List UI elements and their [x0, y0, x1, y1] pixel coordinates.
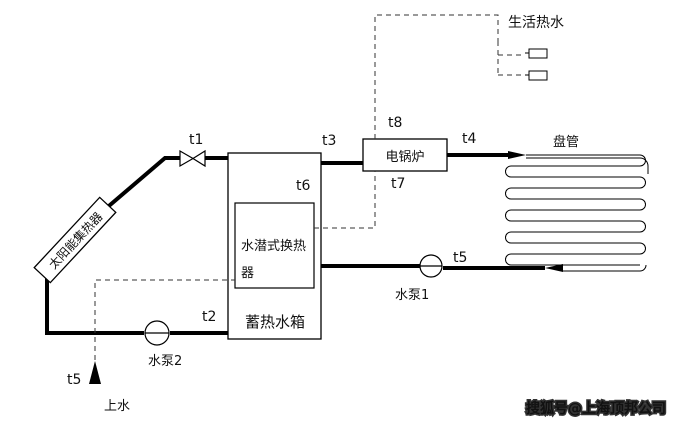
pump2-label: 水泵2 — [148, 354, 182, 369]
label-t5-right: t5 — [453, 250, 467, 266]
label-t8: t8 — [388, 115, 402, 131]
pipe-collector-return — [45, 271, 144, 335]
immersion-hx-label-line2: 器 — [241, 266, 254, 281]
floor-coil-label: 盘管 — [553, 134, 579, 150]
watermark: 搜狐号@上海顶邦公司 — [526, 400, 666, 417]
label-t5-left: t5 — [67, 372, 81, 388]
dashed-hx-to-boiler — [314, 171, 376, 229]
solar-collector-label: 太阳能集热器 — [45, 209, 105, 272]
pump2-icon — [144, 320, 170, 346]
label-t1: t1 — [189, 132, 203, 148]
label-t2: t2 — [202, 309, 216, 325]
arrow-coil-supply — [508, 151, 526, 159]
floor-coil — [505, 154, 649, 272]
storage-tank-label: 蓄热水箱 — [245, 313, 305, 331]
dashed-lines — [94, 14, 525, 360]
solar-collector: 太阳能集热器 — [33, 196, 117, 284]
boiler-label: 电锅炉 — [385, 149, 424, 165]
pump1-icon — [419, 254, 443, 278]
immersion-heat-exchanger — [234, 202, 315, 289]
dhw-outlet-2-icon — [528, 70, 548, 81]
water-inlet-label: 上水 — [104, 399, 130, 414]
label-t3: t3 — [322, 133, 336, 149]
pump1-label: 水泵1 — [395, 288, 429, 303]
dhw-outlet-1-icon — [528, 48, 548, 59]
electric-boiler — [362, 138, 448, 172]
pipes — [45, 153, 545, 335]
label-t4: t4 — [462, 131, 476, 147]
label-t6: t6 — [296, 178, 310, 194]
domestic-hot-water-label: 生活热水 — [508, 15, 564, 31]
dashed-inlet-to-tank — [94, 279, 235, 360]
arrow-coil-return — [545, 264, 563, 272]
pipe-collector-to-t1 — [101, 156, 180, 213]
water-inlet-arrow-icon — [89, 361, 101, 384]
label-t7: t7 — [391, 176, 405, 192]
immersion-hx-label-line1: 水潜式换热 — [241, 239, 306, 254]
valve-t1-icon — [179, 149, 206, 168]
